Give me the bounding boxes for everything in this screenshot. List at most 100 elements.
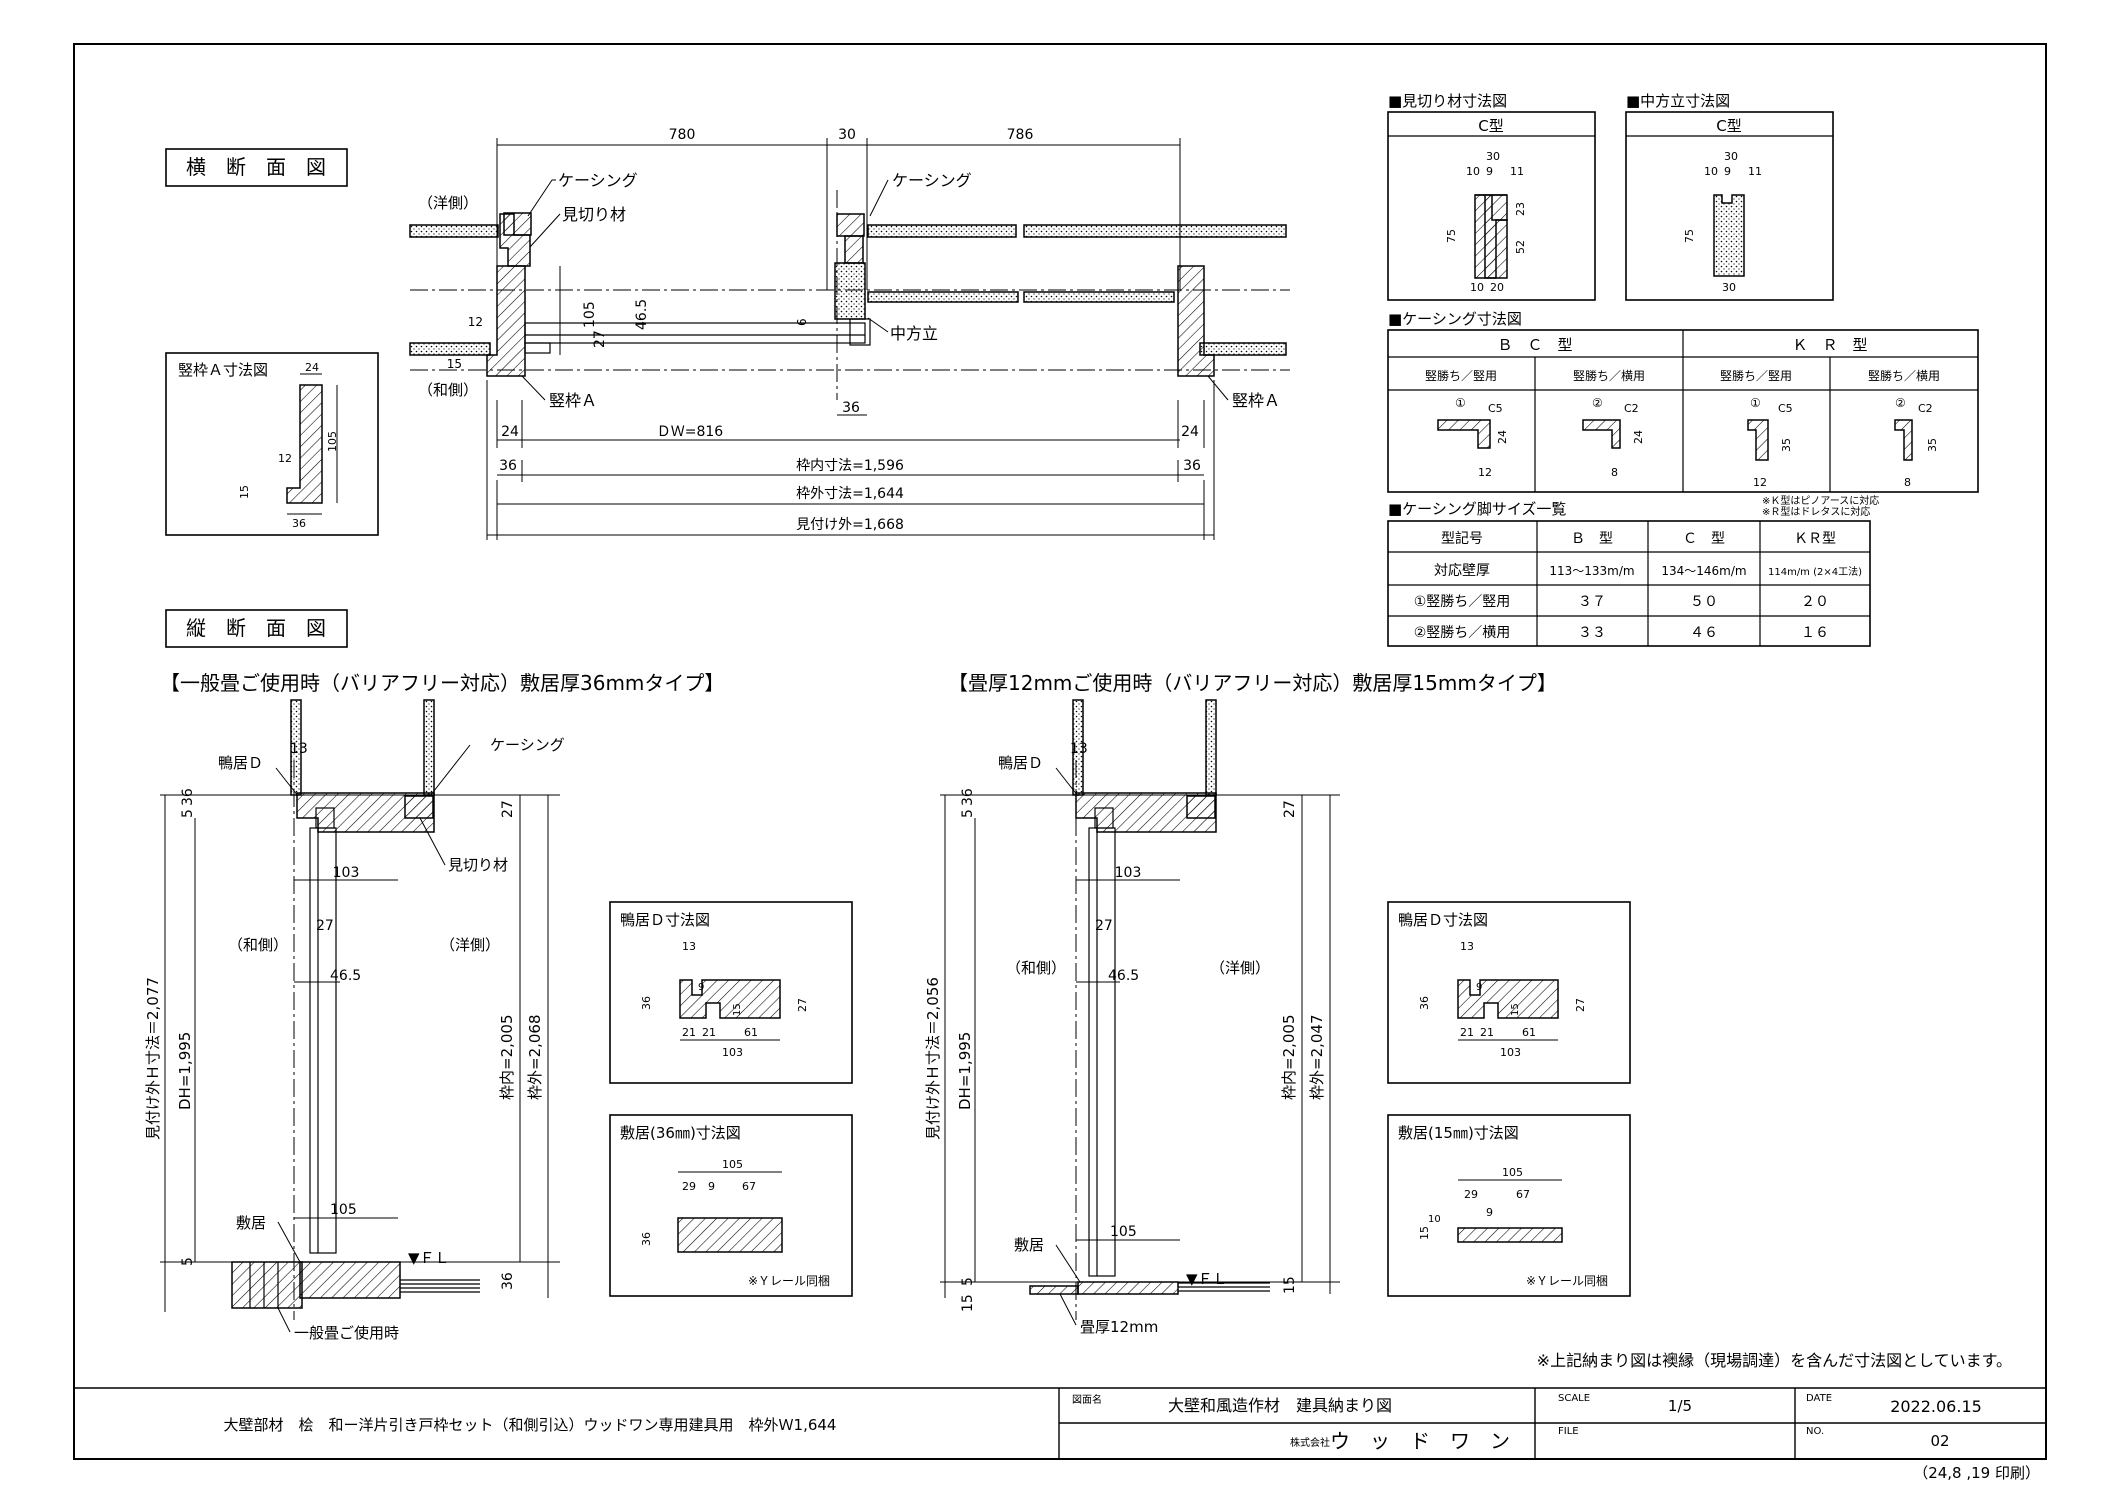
tb-no-label: NO. [1806, 1426, 1824, 1437]
casing-col-2: 竪勝ち／横用 [1573, 368, 1645, 383]
horizontal-section-label: 横 断 面 図 [186, 155, 326, 179]
shikii-detail-left: 敷居(36㎜)寸法図 105 29 9 67 36 ※Ｙレール同梱 [609, 1114, 853, 1297]
naka-d30: 30 [1724, 150, 1738, 163]
vr-d27b: 27 [1095, 918, 1113, 934]
plan-wa-side-label: （和側） [418, 381, 478, 399]
vertical-section-label: 縦 断 面 図 [186, 616, 326, 640]
kr-d13: 13 [1460, 940, 1474, 953]
tatewaku-a-d105: 105 [326, 431, 339, 452]
vl-wa-label: （和側） [228, 936, 288, 954]
vr-mitsukeH: 見付け外Ｈ寸法＝2,056 [924, 977, 942, 1140]
casing-detail: ■ケーシング寸法図 Ｂ Ｃ 型 Ｋ Ｒ 型 竪勝ち／竪用 竪勝ち／横用 竪勝ち／… [1387, 310, 1979, 493]
kl-d27: 27 [796, 998, 809, 1012]
leg-r0-c0: 対応壁厚 [1434, 563, 1490, 579]
vl-kamoi-label: 鴨居Ｄ [218, 754, 263, 772]
tb-company-small: 株式会社 [1290, 1436, 1330, 1449]
kr-d21b: 21 [1480, 1026, 1494, 1039]
casing-h-3: 35 [1780, 438, 1793, 452]
leg-note-2: ※Ｒ型はドレタスに対応 [1762, 505, 1870, 518]
leg-h-1: Ｂ 型 [1571, 531, 1613, 547]
plan-d24a: 24 [501, 424, 519, 440]
vr-d27: 27 [1282, 800, 1298, 818]
plan-casing-mid-label: ケーシング [892, 171, 972, 190]
vl-you-label: （洋側） [440, 936, 500, 954]
sr-d29: 29 [1464, 1188, 1478, 1201]
plan-d36b: 36 [1183, 458, 1201, 474]
plan-d36: 36 [842, 400, 860, 416]
sr-d67: 67 [1516, 1188, 1530, 1201]
leg-note-1: ※Ｋ型はピノアースに対応 [1762, 494, 1879, 507]
sl-title: 敷居(36㎜)寸法図 [620, 1124, 741, 1142]
kl-title: 鴨居Ｄ寸法図 [620, 911, 710, 929]
tatewaku-a-d15: 15 [238, 485, 251, 499]
sl-d105: 105 [722, 1158, 743, 1171]
plan-d36a: 36 [499, 458, 517, 474]
sl-note: ※Ｙレール同梱 [748, 1274, 830, 1288]
tatewaku-a-title: 竪枠Ａ寸法図 [178, 361, 268, 379]
vertical-right-title: 【畳厚12mmご使用時（バリアフリー対応）敷居厚15mmタイプ】 [948, 671, 1557, 695]
vertical-section-label-box [165, 609, 348, 648]
vr-d15: 15 [960, 1294, 976, 1312]
casing-w-1: 12 [1478, 466, 1492, 479]
casing-c-2: C2 [1624, 402, 1639, 415]
plan-dim-780: 780 [669, 127, 696, 143]
kamoi-detail-right: 鴨居Ｄ寸法図 13 9 36 15 27 21 21 61 103 [1387, 901, 1631, 1084]
mikiri-d11: 11 [1510, 165, 1524, 178]
tb-zumen-label: 図面名 [1072, 1393, 1102, 1406]
vl-d13: 13 [290, 741, 308, 757]
kamoi-detail-left: 鴨居Ｄ寸法図 13 9 36 15 27 21 21 61 103 [609, 901, 853, 1084]
leg-r1-c2: ５０ [1690, 594, 1718, 610]
plan-d465: 46.5 [634, 299, 650, 330]
tatewaku-a-d36: 36 [292, 517, 306, 530]
vr-inner: 枠内=2,005 [1280, 1014, 1298, 1100]
vl-d27b: 27 [316, 918, 334, 934]
vl-tatami-label: 一般畳ご使用時 [294, 1324, 399, 1342]
tatewaku-a-d24: 24 [305, 361, 319, 374]
leg-h-0: 型記号 [1441, 530, 1483, 547]
mikiri-d75: 75 [1445, 229, 1458, 243]
plan-mikiri-label: 見切り材 [562, 205, 626, 224]
casing-h-2: 24 [1632, 430, 1645, 444]
sheet-border [73, 43, 2047, 1460]
plan-d24b: 24 [1181, 424, 1199, 440]
vr-d5b: 5 [960, 1277, 976, 1286]
vl-d465: 46.5 [330, 968, 361, 984]
plan-dw: ＤＷ=816 [657, 424, 724, 440]
plan-tatewaku-left-label: 竪枠Ａ [549, 391, 597, 410]
casing-mark-1: ① [1455, 396, 1466, 410]
plan-inner: 枠内寸法=1,596 [796, 458, 904, 474]
leg-r2-c2: ４６ [1690, 625, 1718, 641]
leg-r0-c2: 134～146m/m [1661, 564, 1746, 578]
plan-d6: 6 [795, 318, 809, 326]
sr-d9: 9 [1486, 1206, 1493, 1219]
kr-title: 鴨居Ｄ寸法図 [1398, 911, 1488, 929]
vr-d5: 5 [960, 809, 976, 818]
kr-d103: 103 [1500, 1046, 1521, 1059]
mikiri-title: ■見切り材寸法図 [1388, 92, 1507, 110]
vr-d13: 13 [1070, 741, 1088, 757]
vl-dh: DH=1,995 [176, 1032, 194, 1110]
kl-d61: 61 [744, 1026, 758, 1039]
naka-d11: 11 [1748, 165, 1762, 178]
mikiri-d23: 23 [1514, 202, 1527, 216]
kl-d13: 13 [682, 940, 696, 953]
mikiri-d10: 10 [1466, 165, 1480, 178]
leg-r0-c3: 114m/m (2×4工法) [1768, 565, 1862, 578]
tb-file-label: FILE [1558, 1426, 1579, 1437]
vr-wa-label: （和側） [1006, 959, 1066, 977]
sl-d29: 29 [682, 1180, 696, 1193]
casing-h-4: 35 [1926, 438, 1939, 452]
kl-d21a: 21 [682, 1026, 696, 1039]
naka-d9: 9 [1724, 165, 1731, 178]
mikiri-d30: 30 [1486, 150, 1500, 163]
casing-title: ■ケーシング寸法図 [1388, 310, 1522, 328]
leg-h-3: ＫＲ型 [1794, 531, 1836, 547]
casing-c-3: C5 [1778, 402, 1793, 415]
sr-d105: 105 [1502, 1166, 1523, 1179]
vr-shikii [1077, 1281, 1179, 1295]
sr-d10: 10 [1428, 1214, 1441, 1225]
plan-tatewaku-a-right [1177, 265, 1215, 377]
vl-d36b: 36 [500, 1272, 516, 1290]
casing-h-1: 24 [1496, 430, 1509, 444]
